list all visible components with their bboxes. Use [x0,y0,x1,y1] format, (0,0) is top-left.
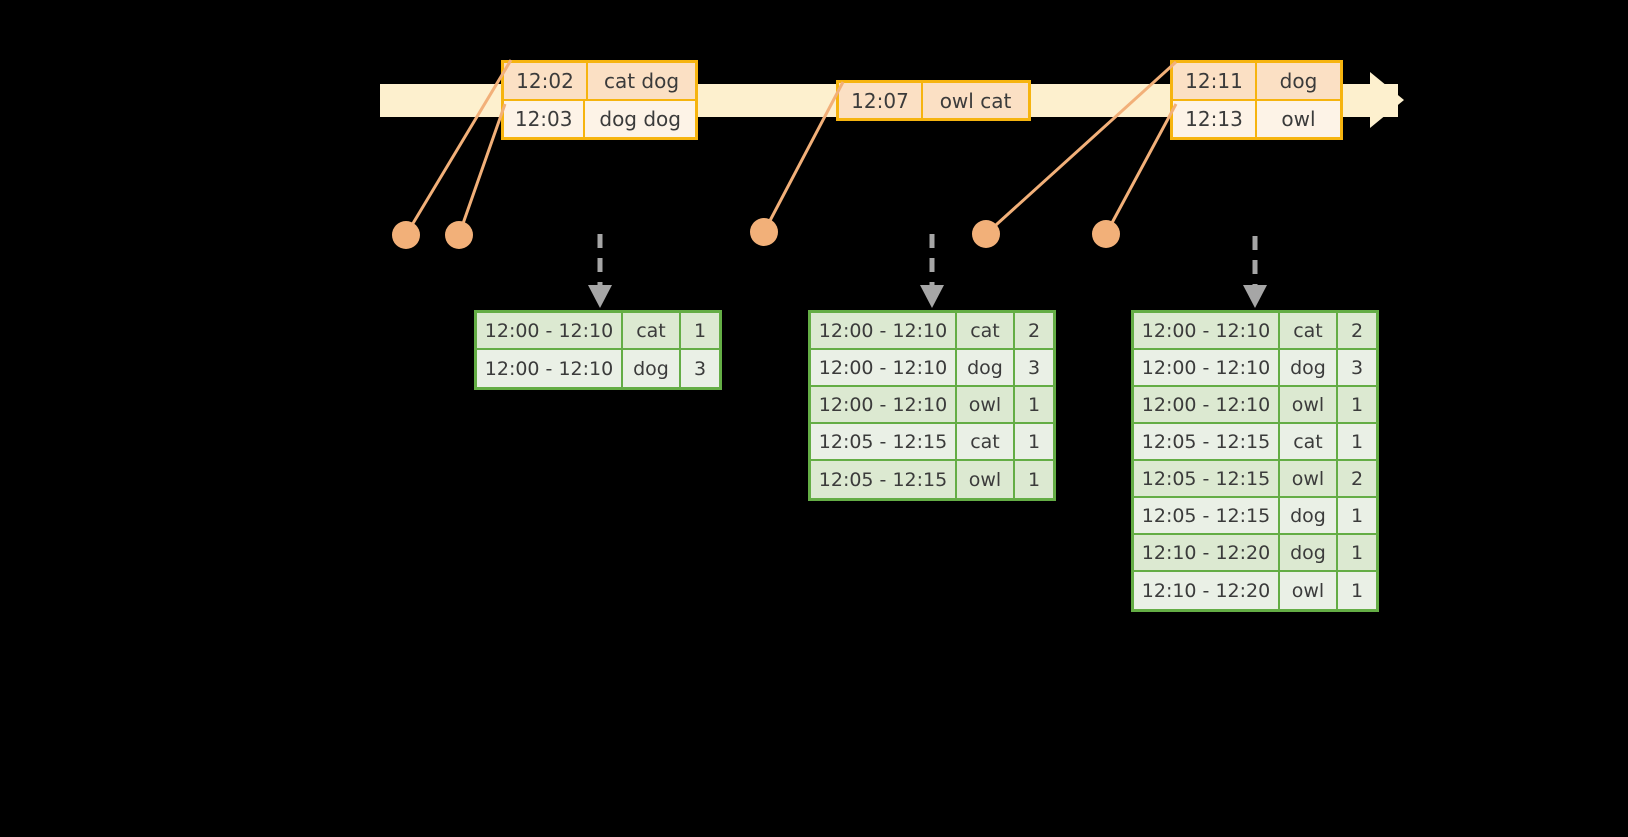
event-time: 12:11 [1173,63,1257,99]
table-row: 12:00 - 12:10 dog 3 [477,350,719,387]
cell-key: owl [1280,461,1338,496]
cell-key: cat [957,424,1015,459]
cell-key: dog [957,350,1015,385]
cell-window: 12:00 - 12:10 [1134,387,1280,422]
table-row: 12:00 - 12:10 dog 3 [811,350,1053,387]
cell-count: 1 [1350,430,1364,453]
trigger-arrowhead-icon-2 [920,285,944,308]
cell-count: 1 [1027,430,1041,453]
table-row: 12:05 - 12:15 dog 1 [1134,498,1376,535]
cell-key: owl [957,461,1015,498]
event-words: dog dog [599,107,681,131]
cell-key: dog [1280,498,1338,533]
event-row: 12:13 owl [1173,99,1340,137]
cell-count: 2 [1027,319,1041,342]
table-row: 12:00 - 12:10 owl 1 [1134,387,1376,424]
dot-12-02 [392,221,420,249]
table-row: 12:05 - 12:15 owl 1 [811,461,1053,498]
cell-window: 12:00 - 12:10 [811,313,957,348]
event-time: 12:03 [504,101,586,137]
dot-12-03 [445,221,473,249]
cell-window: 12:00 - 12:10 [1134,350,1280,385]
event-time: 12:07 [839,83,923,118]
trigger-arrowhead-icon-1 [588,285,612,308]
window-counts-table-2[interactable]: 12:00 - 12:10 cat 2 12:00 - 12:10 dog 3 … [808,310,1056,501]
cell-window: 12:10 - 12:20 [1134,535,1280,570]
cell-window: 12:05 - 12:15 [811,461,957,498]
cell-count: 1 [693,319,707,342]
cell-window: 12:05 - 12:15 [1134,461,1280,496]
table-row: 12:05 - 12:15 owl 2 [1134,461,1376,498]
connector-line-12-13 [1104,103,1178,235]
cell-window: 12:05 - 12:15 [1134,424,1280,459]
connector-line-12-03 [457,103,507,236]
cell-count: 2 [1350,319,1364,342]
cell-window: 12:05 - 12:15 [1134,498,1280,533]
event-box-3[interactable]: 12:11 dog 12:13 owl [1170,60,1343,140]
cell-count: 3 [1350,356,1364,379]
cell-key: dog [623,350,681,387]
event-box-1[interactable]: 12:02 cat dog 12:03 dog dog [501,60,698,140]
event-words: owl [1281,107,1316,131]
cell-key: owl [957,387,1015,422]
event-words: cat dog [603,69,680,93]
table-row: 12:10 - 12:20 owl 1 [1134,572,1376,609]
cell-window: 12:00 - 12:10 [477,313,623,348]
cell-count: 1 [1350,504,1364,527]
cell-key: cat [623,313,681,348]
cell-key: cat [957,313,1015,348]
cell-window: 12:00 - 12:10 [1134,313,1280,348]
dot-12-13 [1092,220,1120,248]
event-row: 12:11 dog [1173,63,1340,99]
window-counts-table-3[interactable]: 12:00 - 12:10 cat 2 12:00 - 12:10 dog 3 … [1131,310,1379,612]
cell-count: 1 [1350,541,1364,564]
table-row: 12:00 - 12:10 cat 2 [1134,313,1376,350]
event-words: dog [1279,69,1318,93]
table-row: 12:00 - 12:10 owl 1 [811,387,1053,424]
cell-key: cat [1280,424,1338,459]
cell-window: 12:00 - 12:10 [811,387,957,422]
dot-12-11 [972,220,1000,248]
event-row: 12:03 dog dog [504,99,695,137]
dot-12-07 [750,218,778,246]
cell-count: 2 [1350,467,1364,490]
cell-key: owl [1280,387,1338,422]
event-time: 12:13 [1173,101,1257,137]
cell-window: 12:00 - 12:10 [811,350,957,385]
time-axis-arrow-icon [1370,72,1404,128]
cell-count: 1 [1027,393,1041,416]
table-row: 12:00 - 12:10 cat 1 [477,313,719,350]
cell-count: 1 [1027,468,1041,491]
table-row: 12:10 - 12:20 dog 1 [1134,535,1376,572]
cell-key: dog [1280,350,1338,385]
cell-count: 1 [1350,579,1364,602]
cell-window: 12:00 - 12:10 [477,350,623,387]
window-counts-table-1[interactable]: 12:00 - 12:10 cat 1 12:00 - 12:10 dog 3 [474,310,722,390]
cell-window: 12:05 - 12:15 [811,424,957,459]
cell-count: 1 [1350,393,1364,416]
table-row: 12:00 - 12:10 dog 3 [1134,350,1376,387]
cell-key: owl [1280,572,1338,609]
event-time: 12:02 [504,63,588,99]
trigger-arrowhead-icon-3 [1243,285,1267,308]
event-box-2[interactable]: 12:07 owl cat [836,80,1031,121]
event-words: owl cat [939,88,1012,113]
cell-window: 12:10 - 12:20 [1134,572,1280,609]
cell-count: 3 [693,357,707,380]
table-row: 12:05 - 12:15 cat 1 [1134,424,1376,461]
cell-key: dog [1280,535,1338,570]
cell-key: cat [1280,313,1338,348]
cell-count: 3 [1027,356,1041,379]
table-row: 12:00 - 12:10 cat 2 [811,313,1053,350]
event-row: 12:07 owl cat [839,83,1028,118]
table-row: 12:05 - 12:15 cat 1 [811,424,1053,461]
event-row: 12:02 cat dog [504,63,695,99]
